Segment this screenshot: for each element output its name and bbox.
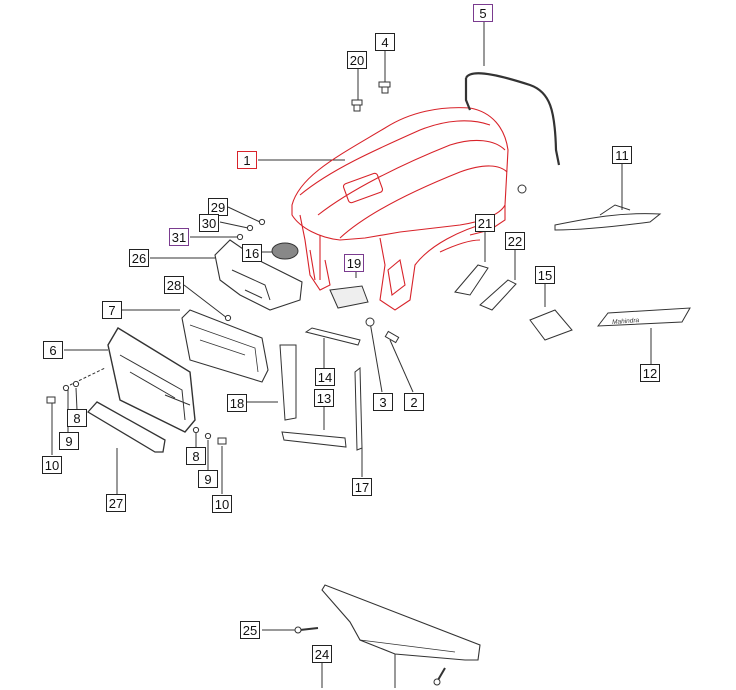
callout-24[interactable]: 24	[312, 645, 332, 663]
callout-10a[interactable]: 10	[42, 456, 62, 474]
callout-17[interactable]: 17	[352, 478, 372, 496]
callout-9a[interactable]: 9	[59, 432, 79, 450]
emblem-text: Mahindra	[612, 317, 640, 326]
callout-12[interactable]: 12	[640, 364, 660, 382]
callout-15[interactable]: 15	[535, 266, 555, 284]
callout-25[interactable]: 25	[240, 621, 260, 639]
callout-10b[interactable]: 10	[212, 495, 232, 513]
callout-2[interactable]: 2	[404, 393, 424, 411]
callout-5[interactable]: 5	[473, 4, 493, 22]
callout-7[interactable]: 7	[102, 301, 122, 319]
callout-30[interactable]: 30	[199, 214, 219, 232]
callout-11[interactable]: 11	[612, 146, 632, 164]
hood-part	[291, 107, 509, 311]
callout-14[interactable]: 14	[315, 368, 335, 386]
callout-27[interactable]: 27	[106, 494, 126, 512]
callout-1[interactable]: 1	[237, 151, 257, 169]
callout-28[interactable]: 28	[164, 276, 184, 294]
callout-31[interactable]: 31	[169, 228, 189, 246]
callout-3[interactable]: 3	[373, 393, 393, 411]
callout-16[interactable]: 16	[242, 244, 262, 262]
callout-29[interactable]: 29	[208, 198, 228, 216]
callout-26[interactable]: 26	[129, 249, 149, 267]
callout-8a[interactable]: 8	[67, 409, 87, 427]
callout-6[interactable]: 6	[43, 341, 63, 359]
callout-8b[interactable]: 8	[186, 447, 206, 465]
callout-18[interactable]: 18	[227, 394, 247, 412]
callout-20[interactable]: 20	[347, 51, 367, 69]
callout-22[interactable]: 22	[505, 232, 525, 250]
callout-13[interactable]: 13	[314, 389, 334, 407]
callout-19[interactable]: 19	[344, 254, 364, 272]
callout-9b[interactable]: 9	[198, 470, 218, 488]
callout-4[interactable]: 4	[375, 33, 395, 51]
callout-21[interactable]: 21	[475, 214, 495, 232]
